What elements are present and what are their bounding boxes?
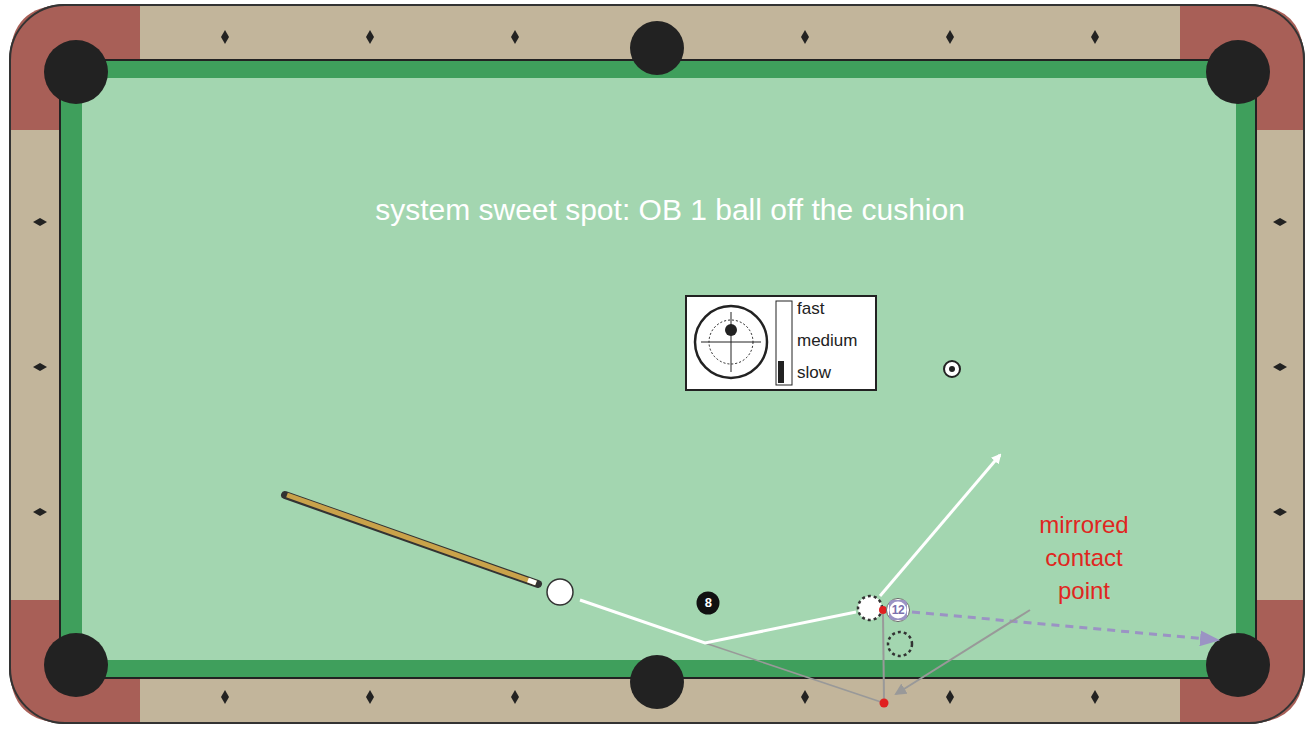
callout-label: mirrored contact point [1019, 508, 1149, 607]
speed-box: fast medium slow [685, 295, 877, 391]
diagram-note: system sweet spot: OB 1 ball off the cus… [220, 192, 1120, 228]
ball-number: 8 [696, 591, 720, 615]
cue-ball-icon [695, 306, 767, 378]
speed-label: medium [797, 331, 857, 351]
crosshair [731, 312, 732, 372]
speed-label: slow [797, 363, 831, 383]
ball-body [697, 592, 720, 615]
ball-body [887, 599, 910, 622]
speed-bar [776, 301, 792, 385]
tip-position [725, 324, 737, 336]
speed-level [778, 361, 784, 383]
ball-number: 12 [886, 598, 910, 622]
ball: 12 [886, 598, 910, 622]
ball: 8 [696, 591, 720, 615]
speed-label: fast [797, 299, 824, 319]
